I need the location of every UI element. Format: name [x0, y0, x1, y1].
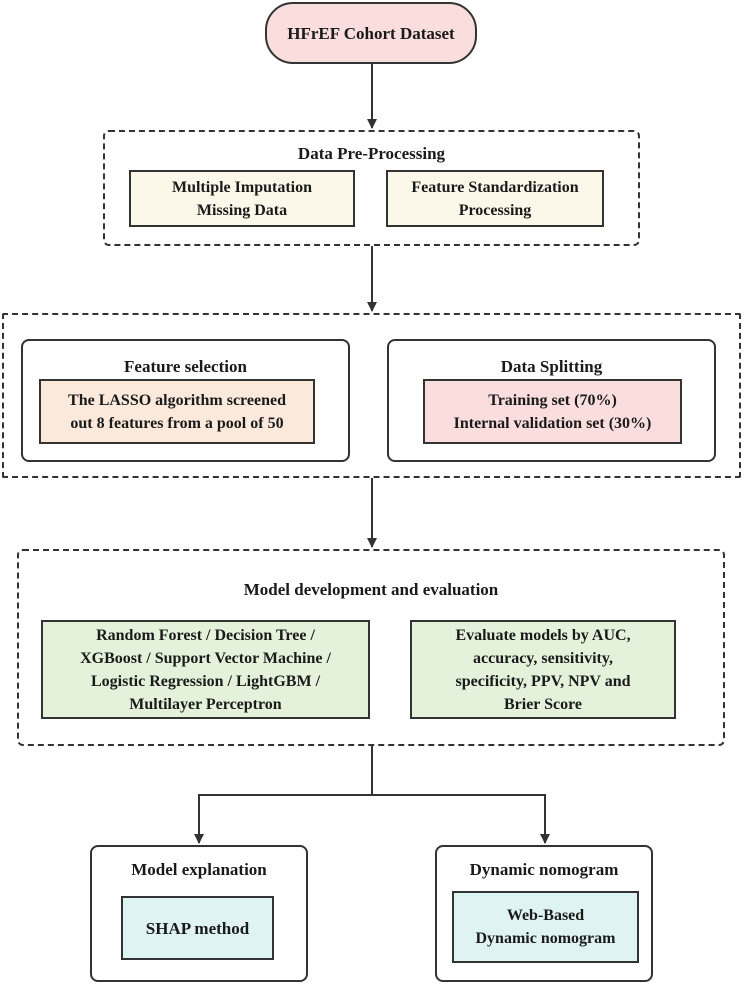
split-box: Training set (70%) Internal validation s… [423, 379, 682, 444]
models-line-4: Multilayer Perceptron [129, 695, 282, 713]
standardization-box: Feature Standardization Processing [386, 170, 604, 227]
models-box: Random Forest / Decision Tree / XGBoost … [41, 620, 370, 719]
start-node: HFrEF Cohort Dataset [265, 2, 477, 64]
nomogram-box: Web-Based Dynamic nomogram [452, 891, 639, 963]
imputation-line-1: Multiple Imputation [171, 178, 312, 196]
lasso-line-2: out 8 features from a pool of 50 [70, 414, 284, 432]
shap-label: SHAP method [145, 918, 250, 938]
nomogram-line-2: Dynamic nomogram [475, 930, 616, 947]
models-line-3: Logistic Regression / LightGBM / [90, 672, 321, 690]
model-explanation-title: Model explanation [131, 860, 267, 879]
shap-box: SHAP method [121, 896, 274, 960]
evaluation-line-2: accuracy, sensitivity, [473, 649, 613, 667]
branch-connector-right [372, 794, 550, 844]
evaluation-box: Evaluate models by AUC, accuracy, sensit… [410, 620, 676, 719]
split-line-1: Training set (70%) [488, 391, 617, 409]
evaluation-line-1: Evaluate models by AUC, [455, 626, 631, 644]
lasso-box: The LASSO algorithm screened out 8 featu… [39, 379, 315, 444]
preprocessing-title: Data Pre-Processing [297, 144, 446, 163]
dynamic-nomogram-title: Dynamic nomogram [469, 860, 619, 879]
standardization-line-2: Processing [458, 201, 532, 219]
model-development-title: Model development and evaluation [243, 580, 499, 599]
branch-connector [194, 746, 373, 844]
selection-splitting-group [2, 313, 741, 478]
start-label: HFrEF Cohort Dataset [287, 23, 455, 43]
imputation-box: Multiple Imputation Missing Data [129, 170, 355, 227]
nomogram-line-1: Web-Based [506, 907, 585, 924]
preprocessing-group: Data Pre-Processing [103, 130, 640, 246]
data-splitting-title: Data Splitting [500, 357, 603, 376]
split-line-2: Internal validation set (30%) [453, 414, 652, 432]
model-development-group: Model development and evaluation [17, 549, 725, 746]
evaluation-line-4: Brier Score [503, 695, 583, 713]
feature-selection-title: Feature selection [124, 357, 247, 376]
evaluation-line-3: specificity, PPV, NPV and [455, 672, 631, 690]
imputation-line-2: Missing Data [196, 201, 288, 219]
models-line-2: XGBoost / Support Vector Machine / [80, 649, 331, 667]
lasso-line-1: The LASSO algorithm screened [68, 391, 286, 409]
models-line-1: Random Forest / Decision Tree / [96, 626, 315, 644]
standardization-line-1: Feature Standardization [411, 178, 579, 196]
